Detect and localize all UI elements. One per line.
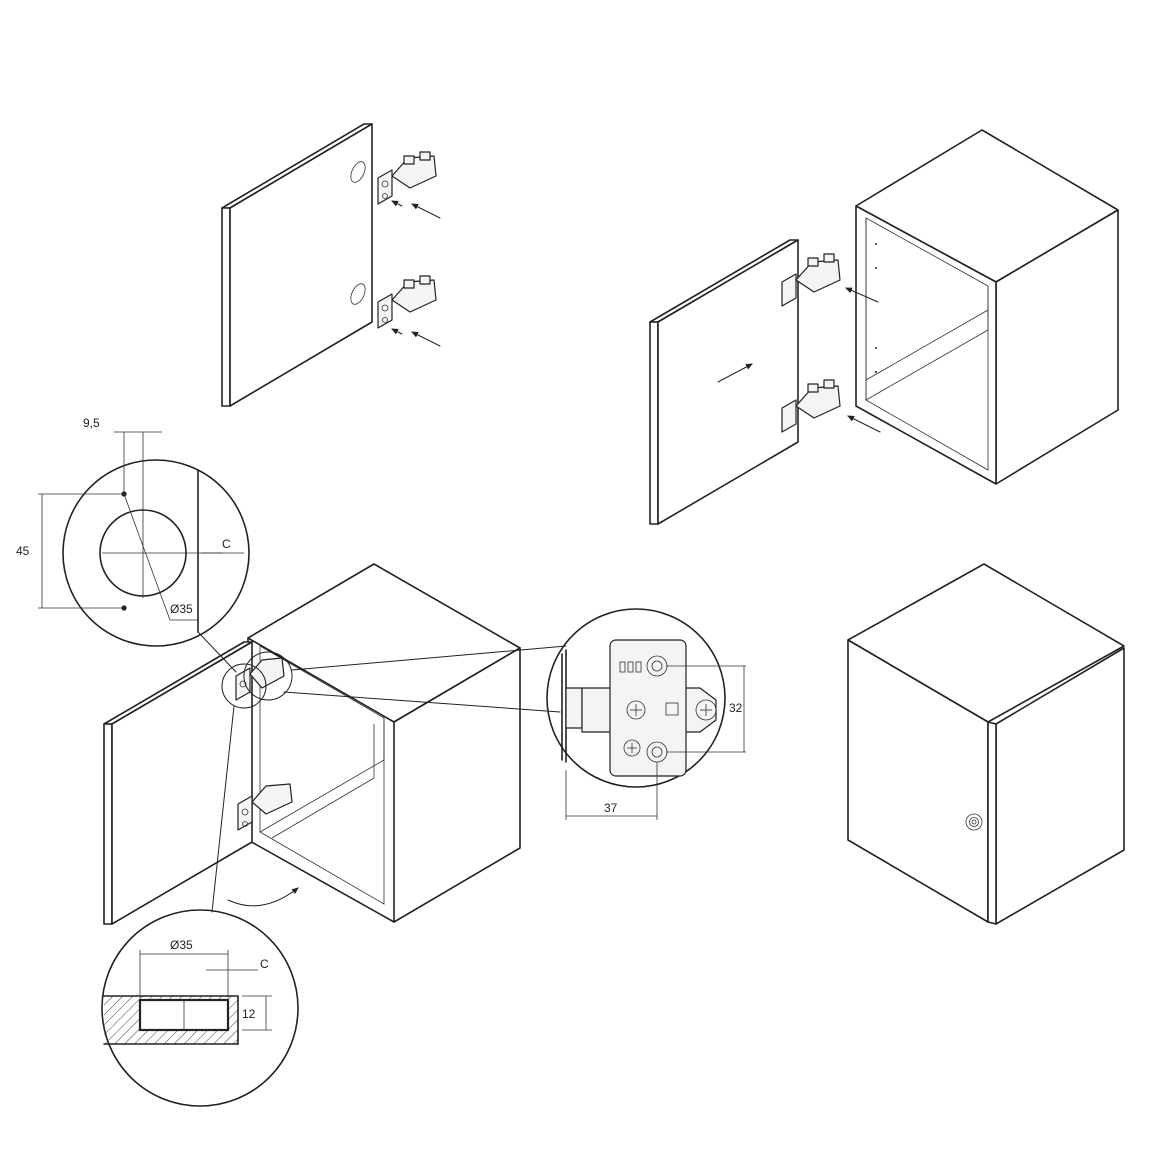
step1-hinge-bottom <box>377 275 437 329</box>
step3-cabinet <box>247 563 521 923</box>
dim-cup-diameter-top: Ø35 <box>170 602 193 616</box>
step1-door-panel <box>221 123 373 407</box>
callout-ring-left <box>221 663 267 709</box>
dim-cup-diameter-bottom: Ø35 <box>170 938 193 952</box>
step1-hinge-top <box>377 151 437 205</box>
step3-rotate-arrow <box>227 887 299 907</box>
dim-hole-spacing: 45 <box>16 544 30 558</box>
detail-hole-position <box>38 431 250 647</box>
dim-edge-distance-bottom: C <box>260 957 269 971</box>
step2-hinge-bottom <box>781 379 841 433</box>
callout-ring-right <box>243 651 293 701</box>
step3-hinge-top <box>235 657 285 701</box>
step2-door-panel <box>649 239 799 525</box>
dim-edge-distance-top: C <box>222 537 231 551</box>
step3-hinge-bottom <box>237 783 293 831</box>
step3-open-door <box>103 641 253 925</box>
step2-screw-arrows <box>845 287 881 433</box>
detail-mounting-plate <box>546 608 746 820</box>
step1-screw-arrows <box>391 200 441 347</box>
detail-cup-section <box>101 909 299 1107</box>
dim-plate-width: 37 <box>604 801 618 815</box>
step4-finished-cabinet <box>847 563 1125 925</box>
dim-plate-height: 32 <box>729 701 743 715</box>
callout-leader-lines <box>197 631 567 913</box>
step2-cabinet <box>855 129 1119 485</box>
step2-hinge-top <box>781 253 841 307</box>
dim-cup-depth: 12 <box>242 1007 256 1021</box>
dim-hole-offset: 9,5 <box>83 416 100 430</box>
